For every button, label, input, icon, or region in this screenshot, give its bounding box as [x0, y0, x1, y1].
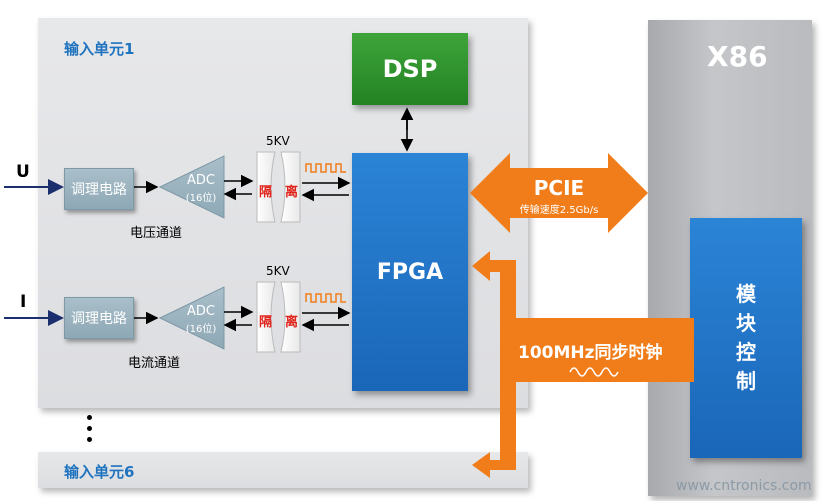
isolation-1-voltage: 5KV [266, 134, 290, 148]
isolation-2-right-char: 离 [285, 315, 299, 330]
adc-1-sub-label: (16位) [185, 193, 217, 204]
input-i-label: I [20, 292, 27, 312]
pcie-double-arrow [470, 153, 648, 233]
conditioning-circuit-2: 调理电路 [64, 297, 134, 339]
isolation-2-right [280, 281, 301, 353]
ellipsis-dot-1 [87, 415, 92, 420]
clock-label: 100MHz同步时钟 [518, 343, 663, 363]
isolation-1-left [256, 151, 276, 223]
module-control-box: 模 块 控 制 [690, 218, 802, 458]
fpga-block: FPGA [352, 153, 468, 391]
input-unit-1-title: 输入单元1 [64, 40, 135, 58]
current-channel-label: 电流通道 [128, 356, 181, 371]
input-unit-6-panel [38, 452, 528, 488]
adc-1-label: ADC [187, 173, 215, 188]
module-control-char-3: 控 [736, 340, 756, 364]
isolation-2-left [256, 281, 276, 353]
square-wave-2 [305, 293, 346, 303]
pcie-label: PCIE [533, 176, 585, 200]
adc-2-sub-label: (16位) [185, 324, 217, 335]
isolation-2-voltage: 5KV [266, 264, 290, 278]
module-control-char-4: 制 [736, 369, 756, 393]
adc-1-triangle [158, 155, 225, 219]
isolation-2-left-char: 隔 [259, 315, 273, 330]
square-wave-1 [305, 163, 346, 173]
conditioning-circuit-1: 调理电路 [64, 168, 134, 210]
clock-bus [472, 251, 694, 478]
ellipsis-dot-2 [87, 426, 92, 431]
clock-sine-wave [569, 367, 619, 377]
voltage-channel-label: 电压通道 [130, 226, 183, 241]
input-unit-6-title: 输入单元6 [64, 463, 135, 481]
adc-2-triangle [158, 286, 225, 350]
module-control-char-1: 模 [736, 282, 756, 306]
module-control-char-2: 块 [736, 311, 756, 335]
isolation-1-right-char: 离 [285, 185, 299, 200]
watermark: www.cntronics.com [676, 478, 812, 494]
ellipsis-dot-3 [87, 437, 92, 442]
isolation-1-left-char: 隔 [259, 185, 273, 200]
dsp-block: DSP [352, 33, 468, 105]
x86-title: X86 [707, 40, 768, 73]
input-u-label: U [16, 162, 30, 182]
pcie-rate-label: 传输速度2.5Gb/s [519, 205, 599, 216]
adc-2-label: ADC [187, 304, 215, 319]
isolation-1-right [280, 151, 301, 223]
